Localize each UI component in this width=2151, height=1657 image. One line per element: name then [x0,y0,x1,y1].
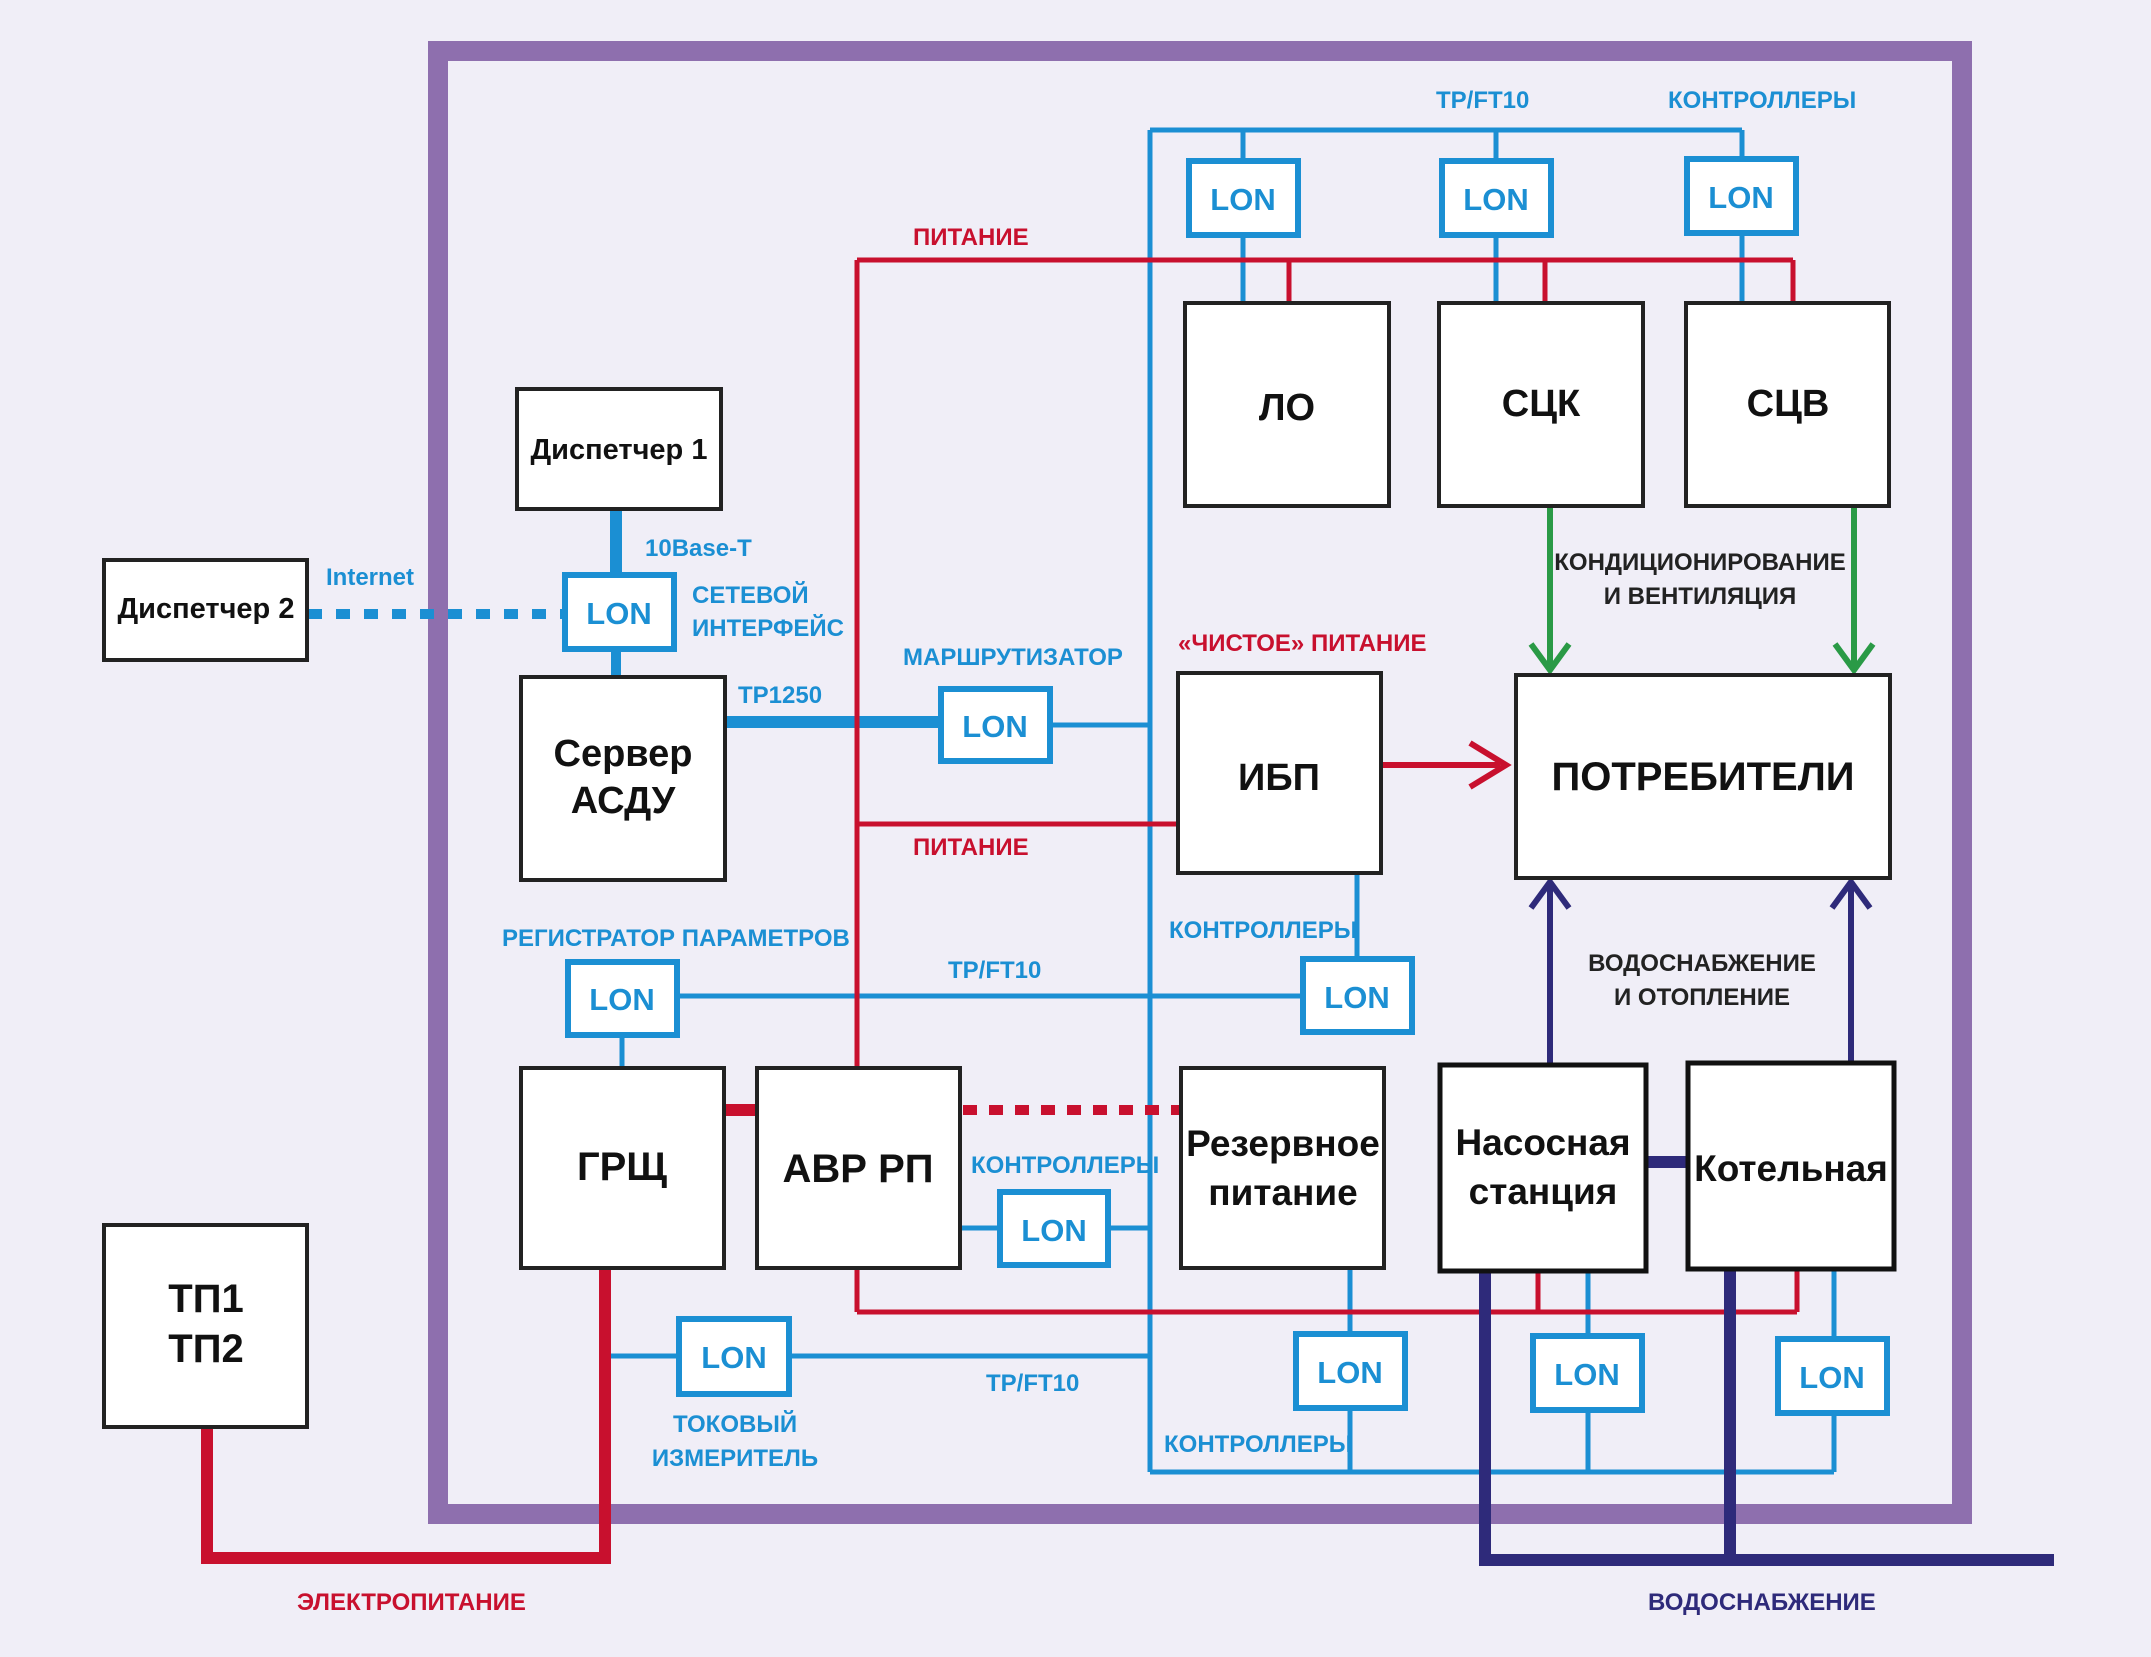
lon-registrar: LON [565,959,680,1038]
lon-router: LON [938,686,1053,764]
lon-label: LON [1708,180,1773,215]
reserve-label-line2: питание [1208,1172,1357,1213]
router-label: МАРШРУТИЗАТОР [903,644,1123,671]
power-top-label: ПИТАНИЕ [913,224,1029,251]
lon-label: LON [1799,1360,1864,1395]
lon-label: LON [586,596,651,631]
power-mid-label: ПИТАНИЕ [913,834,1029,861]
pump-box: Насосная станция [1437,1062,1649,1274]
ibp-label: ИБП [1238,757,1320,799]
tp-label-line1: ТП1 [168,1277,243,1321]
server-label-line2: АСДУ [571,780,676,822]
net-interface-label-line2: ИНТЕРФЕЙС [692,614,844,642]
boiler-box: Котельная [1685,1060,1897,1272]
water-heating-label-line1: ВОДОСНАБЖЕНИЕ [1588,950,1816,977]
lon-top-scv: LON [1684,156,1799,236]
current-meter-label-line2: ИЗМЕРИТЕЛЬ [652,1445,818,1472]
lon-top-lo: LON [1186,158,1301,238]
sck-label: СЦК [1502,383,1581,425]
lon-network-interface: LON [562,572,677,652]
grsh-box: ГРЩ [519,1066,726,1270]
lon-label: LON [1317,1355,1382,1390]
climate-label-line1: КОНДИЦИОНИРОВАНИЕ [1554,549,1845,576]
lon-label: LON [1210,182,1275,217]
reserve-label-line1: Резервное [1186,1123,1380,1164]
server-box: Сервер АСДУ [519,675,727,882]
building-frame [428,41,1972,1524]
lon-label: LON [1021,1213,1086,1248]
ibp-box: ИБП [1176,671,1383,875]
lon-modules: LON LON LON LON LON LON LON LON [562,156,1890,1416]
controllers-ibp-label: КОНТРОЛЛЕРЫ [1169,917,1357,944]
lon-label: LON [701,1340,766,1375]
lon-top-sck: LON [1439,158,1554,238]
labels: Internet 10Base-T СЕТЕВОЙ ИНТЕРФЕЙС TP12… [297,87,1876,1616]
tp1250-label: TP1250 [738,682,822,709]
lon-label: LON [1554,1357,1619,1392]
water-heating-label-line2: И ОТОПЛЕНИЕ [1614,984,1790,1011]
controllers-avr-label: КОНТРОЛЛЕРЫ [971,1152,1159,1179]
controllers-bottom-label: КОНТРОЛЛЕРЫ [1164,1431,1352,1458]
lon-label: LON [962,709,1027,744]
registrar-label: РЕГИСТРАТОР ПАРАМЕТРОВ [502,925,850,952]
climate-arrows [1528,508,1876,676]
internet-label: Internet [326,564,414,591]
avr-label: АВР РП [783,1147,934,1191]
tpft10-bottom-label: TP/FT10 [986,1370,1079,1397]
consumers-box: ПОТРЕБИТЕЛИ [1514,673,1892,880]
lon-pump-controller: LON [1530,1333,1645,1413]
reserve-box: Резервное питание [1179,1066,1386,1270]
lon-current-meter: LON [676,1316,792,1397]
dispatcher2-box: Диспетчер 2 [102,558,309,662]
clean-power-label: «ЧИСТОЕ» ПИТАНИЕ [1178,630,1427,657]
10base-t-label: 10Base-T [645,535,752,562]
scv-label: СЦВ [1747,383,1830,425]
lon-reserve-controller: LON [1293,1331,1408,1411]
electric-power-label: ЭЛЕКТРОПИТАНИЕ [297,1589,526,1616]
grsh-label: ГРЩ [577,1145,667,1189]
sck-box: СЦК [1437,301,1645,508]
scv-box: СЦВ [1684,301,1891,508]
lon-label: LON [1324,980,1389,1015]
lon-ibp-controller: LON [1300,956,1415,1035]
lo-label: ЛО [1259,387,1315,429]
dispatcher1-box: Диспетчер 1 [515,387,723,511]
tpft10-top-label: TP/FT10 [1436,87,1529,114]
controllers-top-label: КОНТРОЛЛЕРЫ [1668,87,1856,114]
dispatcher2-label: Диспетчер 2 [118,593,295,625]
tp-label-line2: ТП2 [168,1327,243,1371]
lon-boiler-controller: LON [1775,1336,1890,1416]
net-interface-label-line1: СЕТЕВОЙ [692,581,809,609]
server-label-line1: Сервер [554,733,693,775]
pump-label-line2: станция [1469,1171,1618,1212]
water-supply-label: ВОДОСНАБЖЕНИЕ [1648,1589,1876,1616]
pump-label-line1: Насосная [1455,1122,1630,1163]
consumers-label: ПОТРЕБИТЕЛИ [1551,755,1854,799]
lon-label: LON [1463,182,1528,217]
climate-label-line2: И ВЕНТИЛЯЦИЯ [1604,583,1797,610]
lon-label: LON [589,982,654,1017]
dispatcher1-label: Диспетчер 1 [531,434,708,466]
avr-box: АВР РП [755,1066,962,1270]
tp-box: ТП1 ТП2 [102,1223,309,1429]
boiler-label: Котельная [1694,1148,1888,1189]
lon-avr-controller: LON [997,1189,1111,1268]
water-lines [1479,876,2054,1566]
lo-box: ЛО [1183,301,1391,508]
current-meter-label-line1: ТОКОВЫЙ [673,1410,797,1438]
tpft10-mid-label: TP/FT10 [948,957,1041,984]
boxes: Диспетчер 1 Диспетчер 2 Сервер АСДУ ТП1 … [102,301,1897,1429]
